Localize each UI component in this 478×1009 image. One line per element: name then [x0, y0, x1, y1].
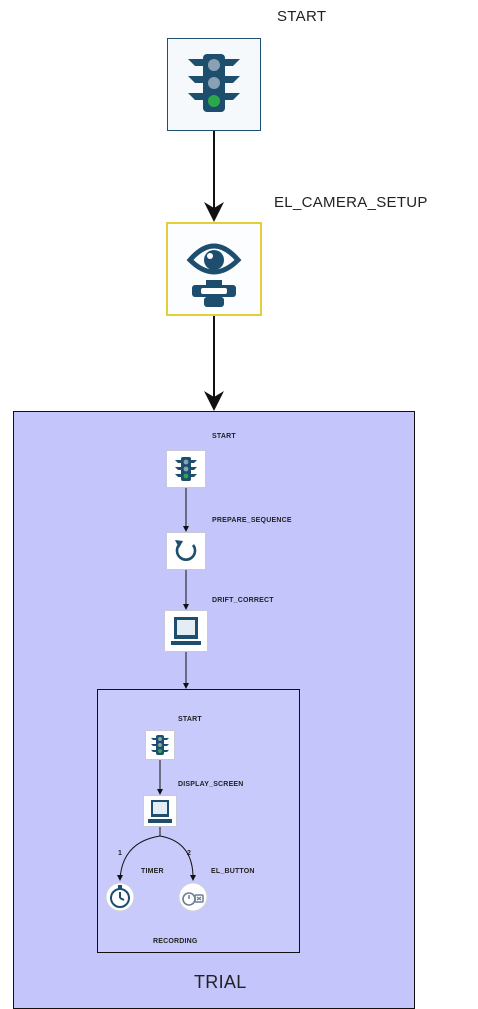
- start-node-label: START: [277, 8, 327, 25]
- traffic-light-icon: [188, 54, 240, 112]
- arrowhead-camera-to-trial: [204, 391, 224, 411]
- trial-label: TRIAL: [194, 972, 247, 992]
- eye-camera-icon: [186, 243, 242, 307]
- timer-edge-label: 1: [118, 850, 123, 857]
- el-button-node[interactable]: [176, 880, 210, 914]
- timer-icon: [105, 882, 135, 912]
- drift-correct-node[interactable]: [164, 610, 208, 652]
- recording-start-label: START: [178, 716, 202, 723]
- trial-start-node[interactable]: [166, 450, 206, 488]
- monitor-icon: [148, 800, 172, 823]
- recording-start-node[interactable]: [145, 730, 175, 760]
- prepare-sequence-node[interactable]: [166, 532, 206, 570]
- refresh-icon: [175, 540, 197, 561]
- traffic-light-icon: [151, 735, 169, 755]
- edge-display-to-button: [159, 835, 194, 881]
- button-timer-icon: [178, 882, 208, 912]
- prepare-sequence-label: PREPARE_SEQUENCE: [212, 517, 292, 524]
- trial-start-label: START: [212, 433, 236, 440]
- arrowhead-start-to-camera: [204, 202, 224, 222]
- el-button-edge-label: 2: [187, 850, 192, 857]
- monitor-icon: [171, 617, 201, 645]
- timer-label: TIMER: [141, 868, 164, 875]
- traffic-light-icon: [175, 457, 197, 481]
- recording-label: RECORDING: [153, 938, 198, 945]
- display-screen-label: DISPLAY_SCREEN: [178, 781, 244, 788]
- camera-setup-node[interactable]: [166, 222, 262, 316]
- timer-node[interactable]: [103, 880, 137, 914]
- start-node[interactable]: [167, 38, 261, 131]
- display-screen-node[interactable]: [143, 795, 177, 827]
- drift-correct-label: DRIFT_CORRECT: [212, 597, 274, 604]
- el-button-label: EL_BUTTON: [211, 868, 255, 875]
- camera-setup-node-label: EL_CAMERA_SETUP: [274, 194, 428, 211]
- edge-display-to-timer: [119, 827, 161, 881]
